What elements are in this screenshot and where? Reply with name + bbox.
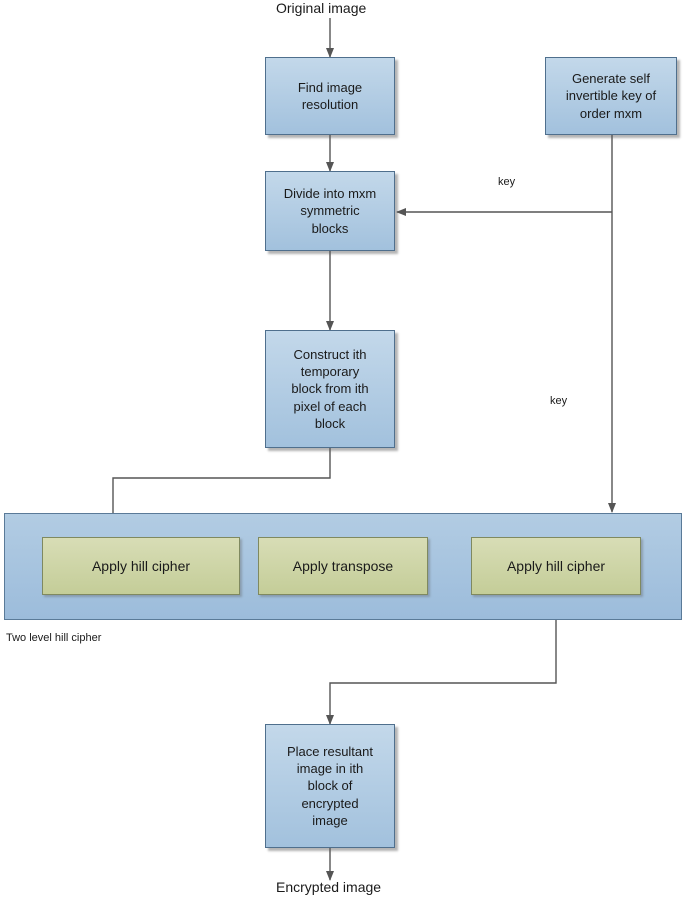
- node-find-resolution-text: Find image resolution: [297, 79, 363, 112]
- node-apply-hill-cipher-2: Apply hill cipher: [471, 537, 641, 595]
- node-place-result: Place resultant image in ith block of en…: [265, 724, 395, 848]
- node-construct-block: Construct ith temporary block from ith p…: [265, 330, 395, 448]
- group-label: Two level hill cipher: [6, 632, 102, 644]
- edge-label-key-lower: key: [550, 395, 568, 407]
- input-label: Original image: [276, 0, 367, 16]
- node-generate-key-text: Generate self invertible key of order mx…: [565, 71, 657, 121]
- node-divide-blocks-text: Divide into mxm symmetric blocks: [283, 186, 377, 236]
- edge-label-key-upper: key: [498, 176, 516, 188]
- node-generate-key: Generate self invertible key of order mx…: [545, 57, 677, 135]
- node-construct-block-text: Construct ith temporary block from ith p…: [291, 347, 369, 431]
- node-place-result-text: Place resultant image in ith block of en…: [287, 744, 373, 828]
- node-apply-hill-cipher-1: Apply hill cipher: [42, 537, 240, 595]
- node-find-resolution: Find image resolution: [265, 57, 395, 135]
- node-divide-blocks: Divide into mxm symmetric blocks: [265, 171, 395, 251]
- node-apply-transpose: Apply transpose: [258, 537, 428, 595]
- output-label: Encrypted image: [276, 879, 382, 895]
